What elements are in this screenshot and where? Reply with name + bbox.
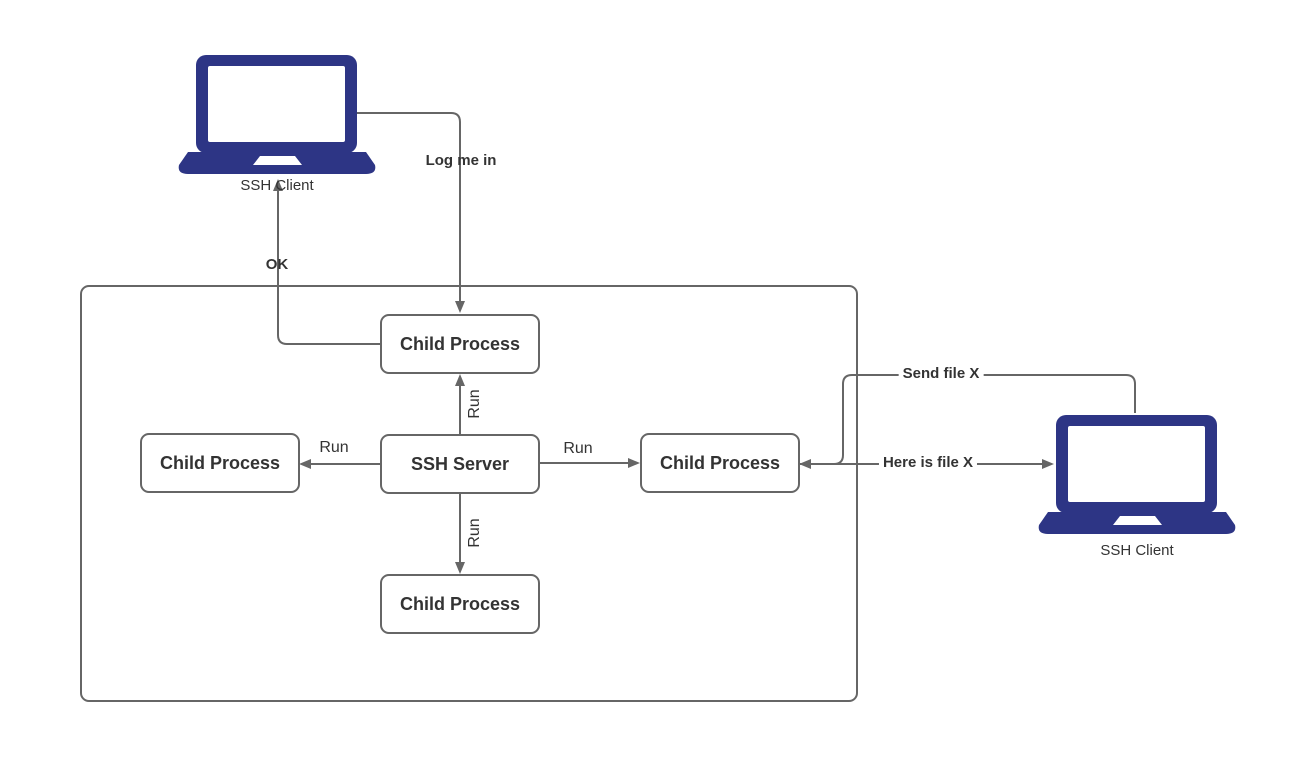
node-ssh-server: SSH Server [380,434,540,494]
label-send-file-x: Send file X [898,365,984,383]
node-label: Child Process [399,593,521,614]
node-label: SSH Server [410,453,510,474]
label-here-is-file-x: Here is file X [878,454,978,472]
label-run-up: Run [466,389,484,419]
node-child-process-top: Child Process [380,314,540,374]
node-child-process-left: Child Process [140,433,300,493]
laptop-icon [1038,415,1236,534]
laptop-icon [178,55,376,174]
label-run-right: Run [563,440,593,458]
node-child-process-right: Child Process [640,433,800,493]
label-log-me-in: Log me in [425,151,497,169]
label-run-down: Run [466,518,484,548]
edge-send-file-x [799,374,1136,469]
server-host-container [80,285,858,702]
label-run-left: Run [319,439,349,457]
node-label: Child Process [159,452,281,473]
label-ssh-client-right: SSH Client [1100,541,1174,559]
node-label: Child Process [399,333,521,354]
label-ssh-client-left: SSH Client [240,176,314,194]
edge-ok [273,179,380,345]
node-label: Child Process [659,452,781,473]
edge-log-me-in [357,112,465,313]
label-ok: OK [265,255,289,273]
node-child-process-bottom: Child Process [380,574,540,634]
